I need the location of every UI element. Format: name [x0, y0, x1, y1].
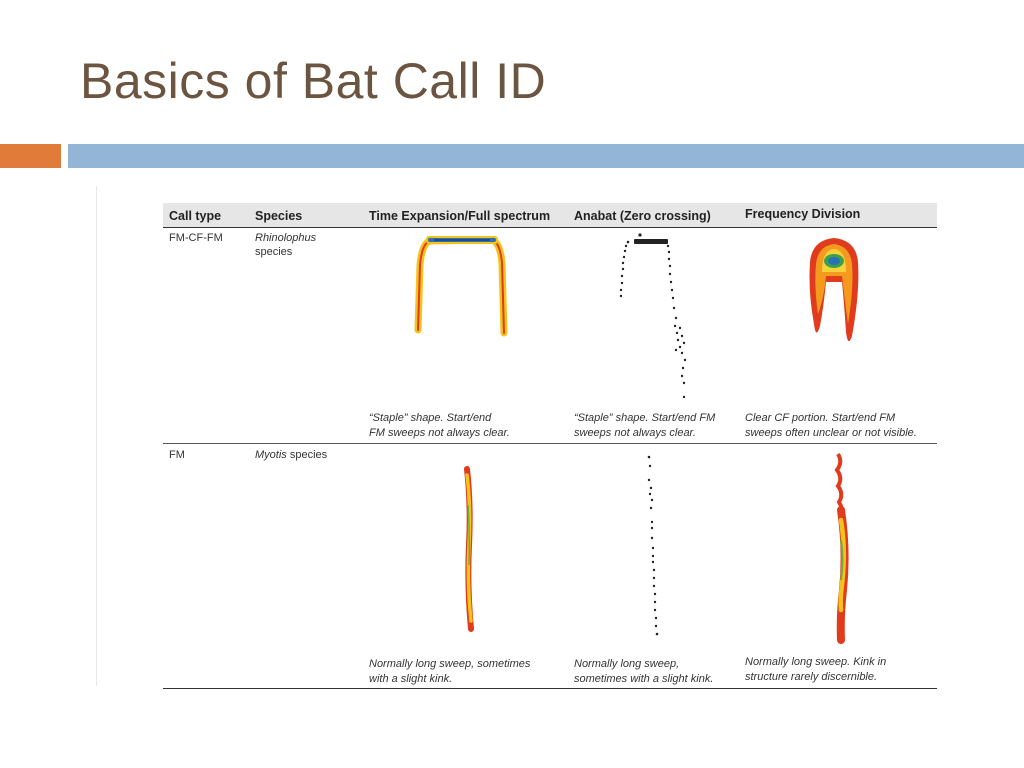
row2-species: Myotis species — [255, 448, 327, 462]
row1-call-type: FM-CF-FM — [169, 232, 223, 244]
anabat-dots — [619, 233, 687, 399]
row1-fd-caption: Clear CF portion. Start/end FM sweeps of… — [745, 411, 917, 441]
row1-fd-spectrogram — [809, 238, 859, 342]
row2-fd-caption-line2: structure rarely discernible. — [745, 671, 878, 683]
table-header-bg — [163, 203, 937, 227]
row2-te-caption-line1: Normally long sweep, sometimes — [369, 658, 531, 670]
row2-anabat-caption-line2: sometimes with a slight kink. — [574, 673, 714, 685]
row2-species-genus: Myotis — [255, 449, 287, 461]
row2-fd-spectrogram — [834, 452, 849, 644]
header-species: Species — [255, 209, 303, 223]
row2-te-caption-line2: with a slight kink. — [369, 673, 453, 685]
table-bottom-rule — [163, 688, 937, 689]
header-frequency-division: Frequency Division — [745, 207, 861, 221]
row2-fd-caption: Normally long sweep. Kink in structure r… — [745, 655, 886, 685]
header-anabat: Anabat (Zero crossing) — [574, 209, 711, 223]
row1-species-word: species — [255, 246, 293, 258]
row2-te-caption: Normally long sweep, sometimes with a sl… — [369, 657, 530, 687]
row1-anabat-plot — [619, 233, 687, 399]
row1-anabat-caption-line2: sweeps not always clear. — [574, 427, 696, 439]
row2-call-type: FM — [169, 449, 185, 461]
row1-anabat-caption-line1: “Staple” shape. Start/end FM — [574, 412, 716, 424]
accent-bar-orange — [0, 144, 61, 168]
row1-anabat-caption: “Staple” shape. Start/end FM sweeps not … — [574, 411, 715, 441]
row1-species: Rhinolophus species — [255, 231, 316, 259]
header-rule — [163, 227, 937, 228]
accent-bar-blue — [68, 144, 1024, 168]
row2-species-word: species — [286, 449, 328, 461]
header-time-expansion: Time Expansion/Full spectrum — [369, 209, 551, 223]
scan-edge — [96, 186, 97, 686]
row2-te-spectrogram — [464, 466, 474, 632]
row1-te-caption-line1: “Staple” shape. Start/end — [369, 412, 492, 424]
row1-te-spectrogram — [414, 236, 508, 337]
table-image — [96, 186, 952, 706]
row2-anabat-caption: Normally long sweep, sometimes with a sl… — [574, 657, 713, 687]
row1-te-caption: “Staple” shape. Start/end FM sweeps not … — [369, 411, 510, 441]
row1-fd-caption-line2: sweeps often unclear or not visible. — [745, 427, 917, 439]
slide-title: Basics of Bat Call ID — [80, 53, 547, 109]
row2-fd-caption-line1: Normally long sweep. Kink in — [745, 656, 887, 668]
anabat-fm-dots — [647, 455, 659, 636]
row1-species-genus: Rhinolophus — [255, 232, 317, 244]
row2-anabat-caption-line1: Normally long sweep, — [574, 658, 680, 670]
row-divider — [163, 443, 937, 444]
row1-fd-caption-line1: Clear CF portion. Start/end FM — [745, 412, 896, 424]
row1-te-caption-line2: FM sweeps not always clear. — [369, 427, 510, 439]
row2-anabat-plot — [647, 455, 659, 636]
header-call-type: Call type — [169, 209, 222, 223]
